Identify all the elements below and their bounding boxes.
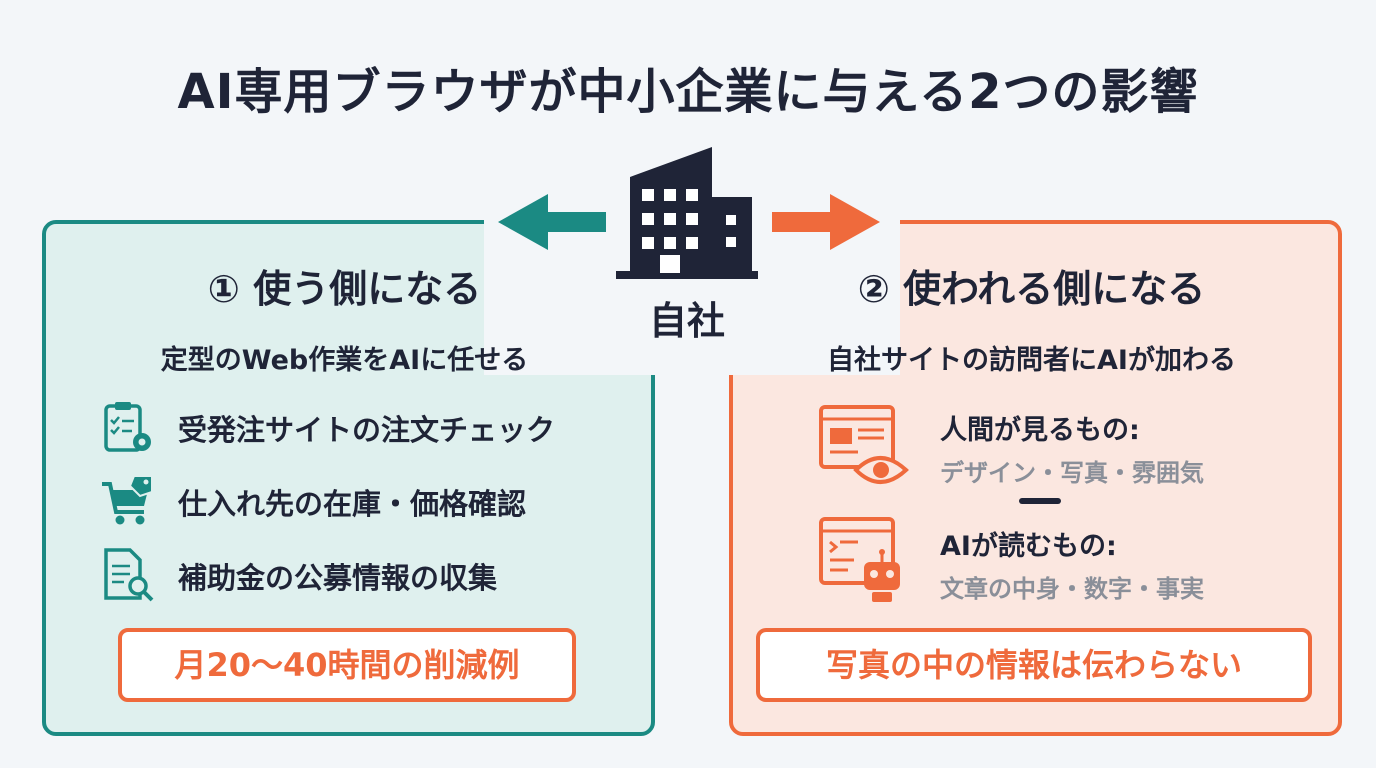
right-subtitle: 自社サイトの訪問者にAIが加わる (827, 345, 1236, 376)
left-subtitle: 定型のWeb作業をAIに任せる (160, 345, 529, 376)
right-arrow-icon (772, 194, 880, 250)
page-title: AI専用ブラウザが中小企業に与える2つの影響 (177, 64, 1199, 120)
document-search-icon (104, 548, 154, 602)
company-building-icon (616, 147, 758, 279)
list-item: 補助金の公募情報の収集 (100, 548, 497, 604)
list-item: 受発注サイトの注文チェック (100, 400, 555, 456)
list-item-label: 補助金の公募情報の収集 (178, 561, 498, 595)
right-heading: ② 使われる側になる (857, 267, 1206, 311)
left-arrow-icon (498, 194, 606, 250)
panel-gap-left (484, 205, 659, 375)
right-callout: 写真の中の情報は伝わらない (756, 628, 1312, 702)
divider (1019, 498, 1061, 504)
browser-eye-icon (819, 405, 909, 484)
list-item-label: 仕入れ先の在庫・価格確認 (178, 487, 527, 521)
right-item-title: AIが読むもの: (940, 531, 1117, 562)
right-item-human: 人間が見るもの: デザイン・写真・雰囲気 (940, 408, 1204, 488)
left-heading: ① 使う側になる (207, 267, 482, 311)
list-item-label: 受発注サイトの注文チェック (178, 413, 556, 447)
left-callout: 月20〜40時間の削減例 (118, 628, 576, 702)
right-item-detail: 文章の中身・数字・事実 (940, 575, 1204, 603)
company-label: 自社 (648, 299, 725, 343)
right-item-detail: デザイン・写真・雰囲気 (940, 459, 1204, 487)
clipboard-checklist-gear-icon (104, 402, 151, 452)
right-item-title: 人間が見るもの: (940, 415, 1140, 446)
list-item: 仕入れ先の在庫・価格確認 (100, 474, 526, 530)
browser-robot-icon (819, 517, 900, 602)
shopping-cart-tag-icon (102, 475, 153, 525)
right-item-ai: AIが読むもの: 文章の中身・数字・事実 (940, 524, 1204, 604)
